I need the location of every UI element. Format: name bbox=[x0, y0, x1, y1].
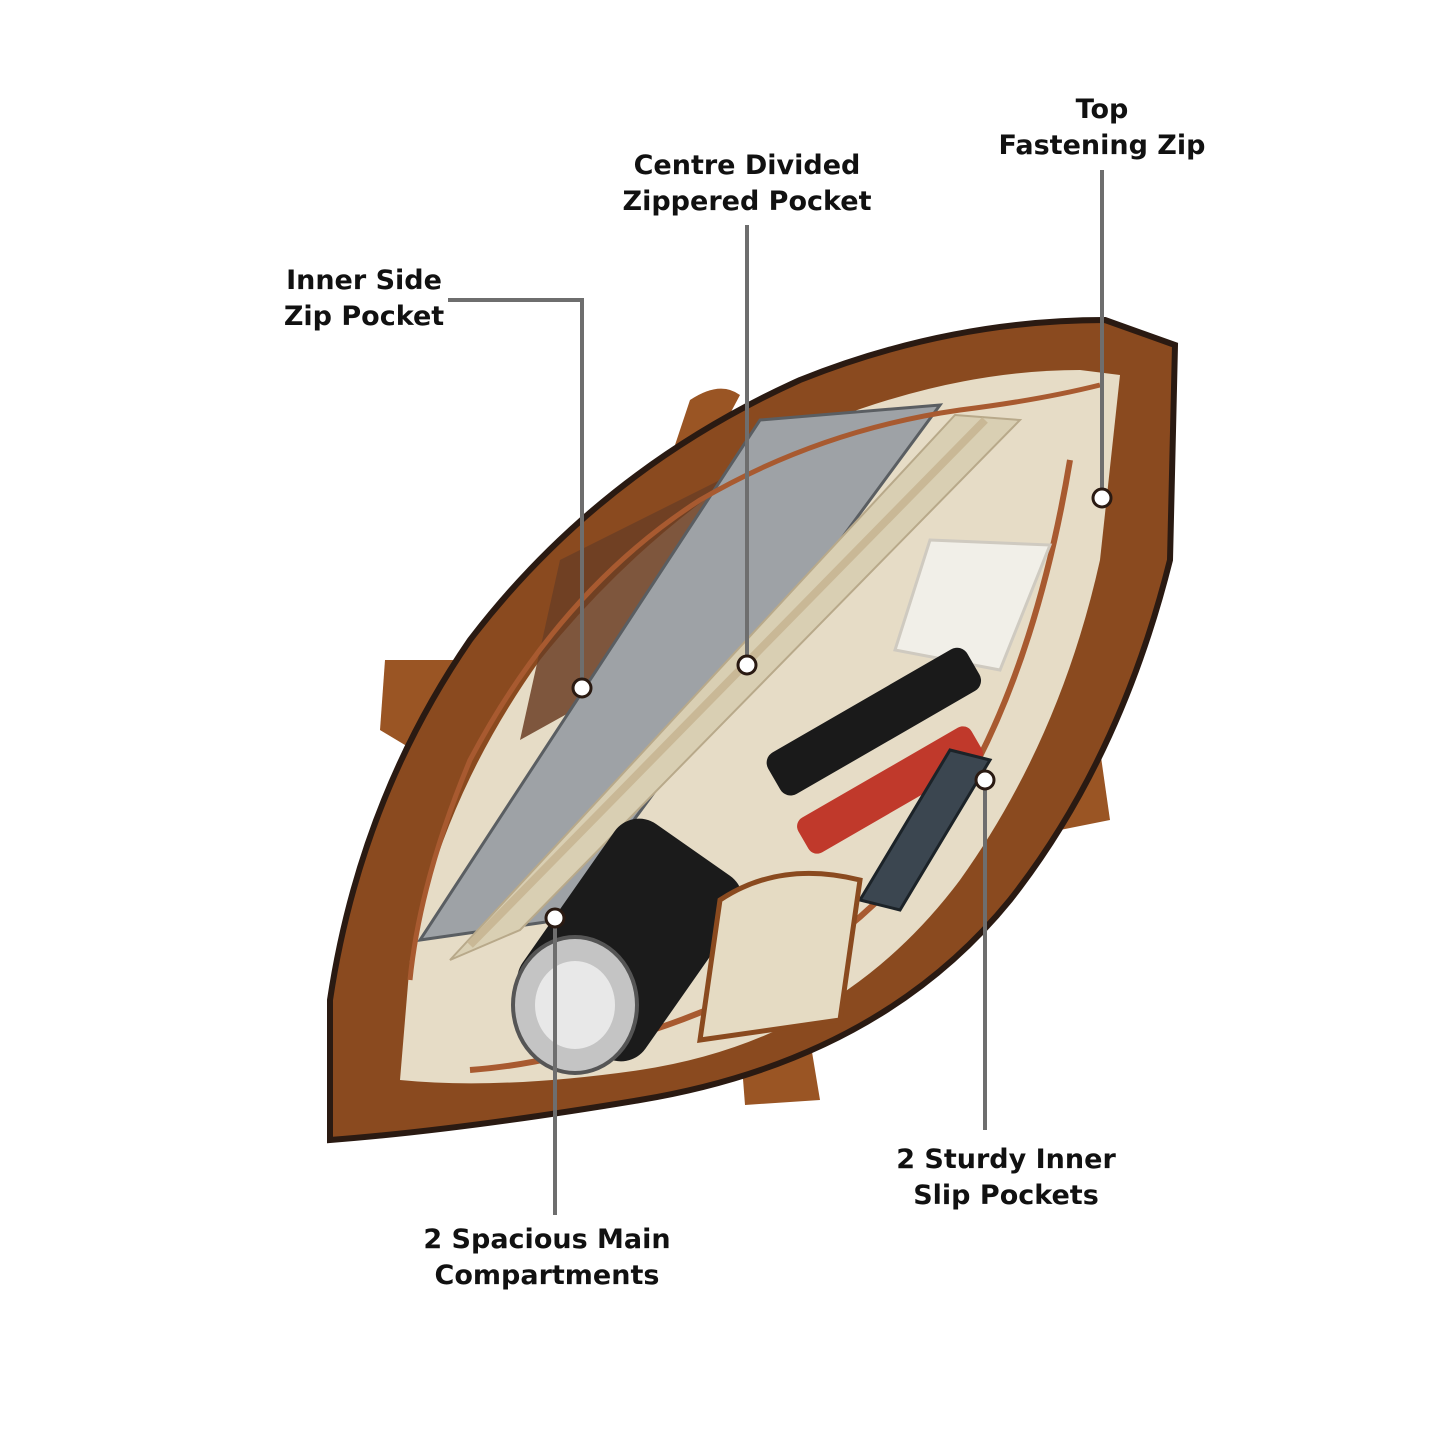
dot-two-spacious-main-compartments bbox=[544, 907, 566, 929]
label-line: Top bbox=[1075, 94, 1129, 125]
top-zip-edge bbox=[407, 382, 1101, 981]
phone bbox=[857, 748, 993, 912]
centre-pocket-zip bbox=[467, 417, 988, 948]
lipstick bbox=[797, 726, 983, 854]
label-inner-side-zip-pocket: Inner Side Zip Pocket bbox=[284, 263, 444, 335]
leader-dots bbox=[544, 487, 1113, 929]
label-line: Zip Pocket bbox=[283, 301, 445, 332]
dot-top-fastening-zip bbox=[1091, 487, 1113, 509]
mascara bbox=[766, 647, 982, 796]
label-line: Zippered Pocket bbox=[622, 186, 872, 217]
leader-inner-side-zip-pocket bbox=[448, 298, 584, 688]
leader-lines bbox=[448, 170, 1104, 1215]
small-inner-pouch bbox=[697, 870, 863, 1043]
label-line: Fastening Zip bbox=[998, 130, 1206, 161]
label-line: Centre Divided bbox=[633, 150, 861, 181]
label-line: 2 Spacious Main bbox=[423, 1224, 671, 1255]
dot-two-sturdy-inner-slip-pockets bbox=[974, 769, 996, 791]
charger-cable bbox=[893, 538, 1053, 672]
label-line: Compartments bbox=[434, 1260, 660, 1291]
label-line: 2 Sturdy Inner bbox=[896, 1144, 1116, 1175]
label-top-fastening-zip: Top Fastening Zip bbox=[999, 92, 1206, 164]
dot-centre-divided-zippered-pocket bbox=[736, 654, 758, 676]
label-two-spacious-main-compartments: 2 Spacious Main Compartments bbox=[423, 1222, 670, 1294]
label-two-sturdy-inner-slip-pockets: 2 Sturdy Inner Slip Pockets bbox=[896, 1142, 1116, 1214]
label-line: Inner Side bbox=[286, 265, 442, 296]
dot-inner-side-zip-pocket bbox=[571, 677, 593, 699]
label-centre-divided-zippered-pocket: Centre Divided Zippered Pocket bbox=[623, 148, 872, 220]
label-line: Slip Pockets bbox=[913, 1180, 1099, 1211]
